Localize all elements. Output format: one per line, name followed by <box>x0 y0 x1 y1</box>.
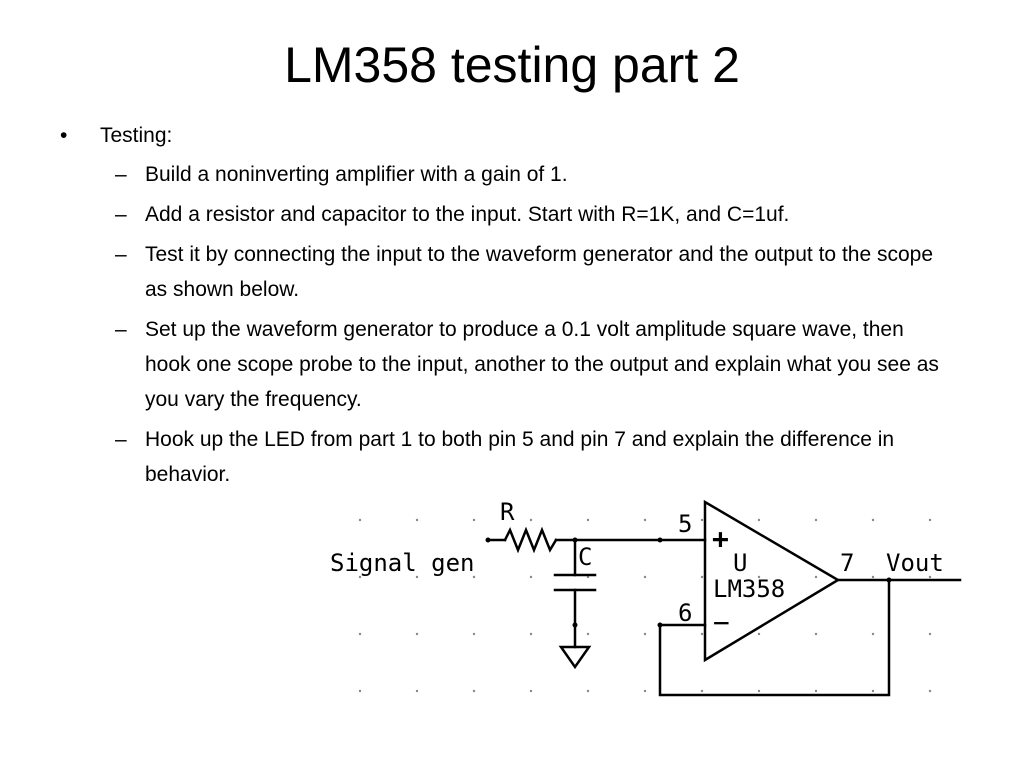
grid-dot <box>358 518 362 522</box>
sub-bullet-item: – Hook up the LED from part 1 to both pi… <box>60 422 940 492</box>
sub-bullet-text: Set up the waveform generator to produce… <box>145 318 939 411</box>
sub-bullet-text: Build a noninverting amplifier with a ga… <box>145 163 568 186</box>
label-minus-sign: − <box>713 606 730 639</box>
grid-dot <box>415 689 419 693</box>
sub-bullet-item: – Set up the waveform generator to produ… <box>60 312 940 417</box>
label-plus-sign: + <box>712 522 729 555</box>
label-pin-6: 6 <box>678 599 692 627</box>
junction-dot <box>485 537 491 543</box>
grid-dot <box>643 632 647 636</box>
grid-dot <box>643 575 647 579</box>
label-signal-gen: Signal gen <box>330 549 475 577</box>
grid-dot <box>415 632 419 636</box>
grid-dot <box>472 518 476 522</box>
grid-dot <box>643 689 647 693</box>
junction-dot <box>657 622 663 628</box>
label-resistor: R <box>500 498 515 526</box>
grid-dot <box>586 575 590 579</box>
grid-dot <box>814 689 818 693</box>
grid-dot <box>529 689 533 693</box>
label-pin-7: 7 <box>840 549 854 577</box>
grid-dot <box>643 518 647 522</box>
schematic-dot-grid <box>358 518 932 693</box>
grid-dot <box>586 689 590 693</box>
grid-dot <box>871 518 875 522</box>
grid-dot <box>529 575 533 579</box>
sub-bullet-item: – Test it by connecting the input to the… <box>60 237 940 307</box>
sub-bullet-text: Add a resistor and capacitor to the inpu… <box>145 203 790 226</box>
grid-dot <box>757 575 761 579</box>
grid-dot <box>700 518 704 522</box>
dash-marker: – <box>115 163 127 186</box>
bullet-text: Testing: <box>100 124 173 147</box>
grid-dot <box>358 575 362 579</box>
label-pin-5: 5 <box>678 510 692 538</box>
grid-dot <box>814 632 818 636</box>
grid-dot <box>358 632 362 636</box>
sub-bullet-text: Test it by connecting the input to the w… <box>145 243 934 301</box>
grid-dot <box>529 632 533 636</box>
grid-dot <box>700 575 704 579</box>
dash-marker: – <box>115 243 127 266</box>
grid-dot <box>928 689 932 693</box>
slide-body: • Testing: – Build a noninverting amplif… <box>60 118 940 497</box>
grid-dot <box>415 575 419 579</box>
label-capacitor: C <box>578 543 592 571</box>
grid-dot <box>472 575 476 579</box>
grid-dot <box>586 632 590 636</box>
feedback-wire <box>658 578 891 697</box>
slide-title: LM358 testing part 2 <box>284 37 740 93</box>
junction-dot <box>572 537 578 543</box>
grid-dot <box>928 575 932 579</box>
label-unit: U <box>733 549 747 577</box>
grid-dot <box>586 518 590 522</box>
sub-bullet-text: Hook up the LED from part 1 to both pin … <box>145 428 895 486</box>
dash-marker: – <box>115 203 127 226</box>
grid-dot <box>871 575 875 579</box>
junction-dot <box>657 537 663 543</box>
grid-dot <box>415 518 419 522</box>
bullet-marker: • <box>60 124 68 147</box>
junction-dot <box>572 622 578 628</box>
grid-dot <box>814 518 818 522</box>
grid-dot <box>928 518 932 522</box>
label-part: LM358 <box>713 575 785 603</box>
dash-marker: – <box>115 318 127 341</box>
grid-dot <box>700 632 704 636</box>
opamp-symbol <box>703 499 841 663</box>
junction-dot <box>886 577 892 583</box>
grid-dot <box>757 518 761 522</box>
grid-dot <box>928 632 932 636</box>
grid-dot <box>358 689 362 693</box>
grid-dot <box>757 632 761 636</box>
label-vout: Vout <box>886 549 944 577</box>
grid-dot <box>472 632 476 636</box>
grid-dot <box>529 518 533 522</box>
grid-dot <box>757 689 761 693</box>
grid-dot <box>871 689 875 693</box>
grid-dot <box>814 575 818 579</box>
grid-dot <box>472 689 476 693</box>
ground-symbol <box>558 645 592 670</box>
grid-dot <box>700 689 704 693</box>
dash-marker: – <box>115 428 127 451</box>
sub-bullet-item: – Build a noninverting amplifier with a … <box>60 157 940 192</box>
grid-dot <box>871 632 875 636</box>
bullet-item-testing: • Testing: <box>60 118 940 153</box>
resistor-symbol <box>503 526 558 554</box>
sub-bullet-item: – Add a resistor and capacitor to the in… <box>60 197 940 232</box>
